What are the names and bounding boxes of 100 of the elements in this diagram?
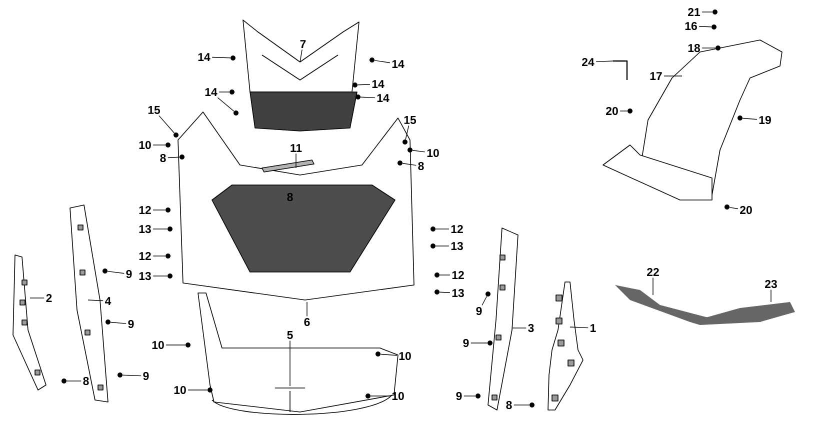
leader-line (107, 271, 124, 274)
screw (230, 90, 234, 94)
leader-line (439, 274, 450, 276)
leader-line (380, 354, 398, 356)
callout-number: 13 (451, 242, 463, 250)
leader-line (435, 228, 450, 230)
callout-number: 22 (647, 268, 659, 276)
screw (106, 320, 110, 324)
callout-number: 10 (427, 148, 439, 158)
callout-number: 8 (506, 400, 512, 410)
callout-number: 3 (528, 324, 534, 332)
callout-number: 14 (205, 88, 218, 96)
leader-line (620, 110, 628, 112)
screw (370, 58, 374, 62)
screw (366, 394, 370, 398)
screw (530, 402, 534, 408)
callout-number: 12 (139, 252, 151, 260)
screw (430, 226, 436, 232)
screw (356, 94, 360, 100)
screw (738, 116, 742, 120)
callout-number: 20 (740, 206, 752, 214)
screw (352, 82, 358, 88)
callout-number: 13 (452, 288, 464, 298)
leader-line (66, 380, 82, 382)
callout-number: 19 (759, 116, 771, 124)
callout-number: 9 (463, 338, 469, 348)
screw (434, 272, 440, 278)
callout-number: 8 (83, 376, 89, 386)
callout-number: 2 (46, 294, 52, 302)
leader-line (217, 97, 234, 112)
callout-number: 14 (392, 60, 404, 68)
screw (402, 140, 408, 144)
callout-number: 12 (451, 225, 463, 233)
leader-line (412, 150, 426, 152)
callout-number: 10 (152, 340, 164, 350)
leader-line (439, 292, 450, 293)
callout-number: 23 (765, 280, 777, 288)
callout-number: 6 (304, 318, 310, 326)
callout-number: 11 (290, 144, 302, 152)
callout-number: 9 (126, 270, 132, 278)
screw (102, 268, 108, 274)
screw (712, 10, 718, 14)
callout-number: 5 (287, 331, 293, 339)
leader-line (168, 156, 180, 158)
screw (434, 290, 440, 294)
screw (230, 56, 236, 60)
screw (118, 372, 122, 378)
leader-line (470, 342, 488, 344)
screw (174, 132, 178, 138)
screw (166, 208, 170, 212)
leader-line (158, 115, 175, 134)
callout-number: 18 (688, 44, 700, 52)
screw (168, 274, 172, 278)
callout-number: 9 (456, 392, 462, 400)
screw (716, 46, 720, 50)
leader-line (729, 207, 738, 210)
screw (62, 378, 66, 384)
callout-number: 9 (143, 372, 149, 380)
leader-line (152, 144, 166, 146)
screw (430, 244, 436, 248)
leader-line (360, 96, 376, 98)
callout-number: 10 (399, 352, 411, 360)
callout-number: 8 (287, 192, 293, 202)
callout-number: 4 (105, 297, 112, 305)
leader-line (110, 322, 126, 324)
callout-number: 1 (590, 324, 596, 332)
leader-line (698, 26, 712, 28)
leader-line (306, 302, 308, 317)
callout-number: 14 (198, 53, 210, 61)
screw (398, 160, 402, 166)
screw (476, 394, 480, 398)
leader-line (300, 49, 302, 62)
screw (166, 254, 170, 258)
leader-line (212, 56, 231, 58)
callout-number: 17 (650, 72, 662, 80)
callout-number: 8 (418, 162, 424, 170)
screw (186, 342, 190, 348)
screw (208, 388, 212, 392)
leader-line (570, 326, 588, 328)
leader-line (770, 289, 772, 302)
leader-line (122, 374, 142, 376)
callout-number: 20 (606, 106, 618, 116)
screw (408, 148, 412, 152)
leader-line (596, 60, 614, 62)
callout-number: 14 (372, 80, 384, 88)
leader-line (652, 277, 654, 296)
callout-number: 13 (139, 272, 151, 280)
leader-line (374, 60, 390, 64)
callout-number: 24 (582, 58, 594, 66)
leader-line (402, 163, 416, 166)
leader-line (742, 118, 758, 120)
callout-number: 14 (377, 94, 390, 102)
screw (166, 142, 170, 148)
leader-line (357, 84, 370, 86)
screw (234, 110, 238, 116)
callout-number: 15 (148, 106, 160, 114)
callout-number: 15 (404, 116, 416, 124)
screw (488, 340, 492, 346)
screw (486, 292, 490, 296)
callout-number: 16 (685, 22, 697, 30)
